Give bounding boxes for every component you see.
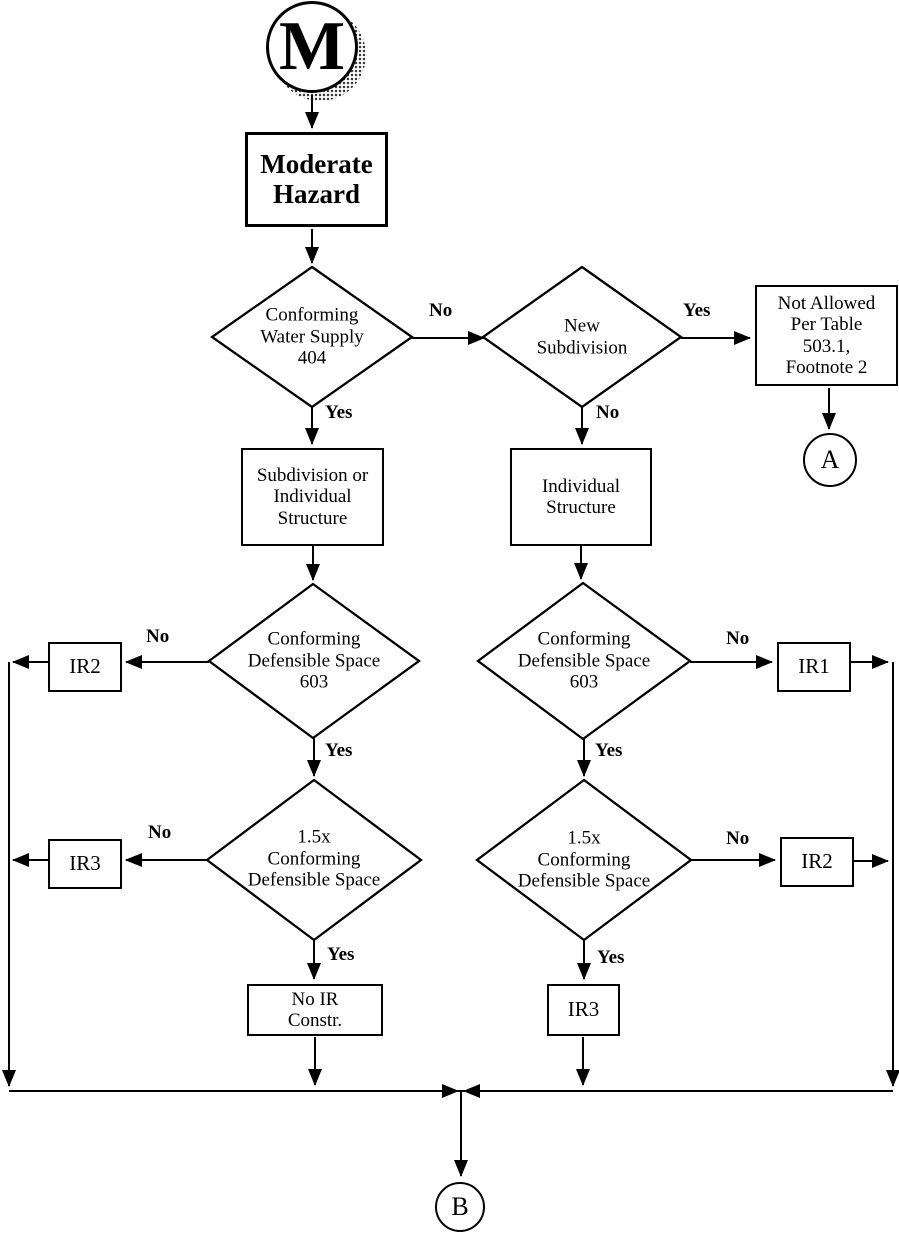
decision-water-supply-label: Conforming Water Supply 404	[260, 304, 364, 369]
decision-new-subdivision-label: New Subdivision	[536, 315, 628, 358]
edge-label-newsub-yes: Yes	[683, 300, 711, 321]
decision-water-supply-shape	[209, 265, 415, 409]
connector-a: A	[803, 433, 857, 487]
decision-defensible-right-shape	[476, 581, 692, 741]
decision-15x-right-shape	[475, 778, 693, 942]
connector-b: B	[435, 1182, 485, 1232]
edge-label-water-yes: Yes	[325, 402, 353, 423]
process-ir3-right: IR3	[547, 984, 620, 1036]
decision-15x-right-label: 1.5x Conforming Defensible Space	[517, 827, 651, 892]
edge-label-newsub-no: No	[596, 402, 620, 423]
connector-b-label: B	[451, 1192, 469, 1221]
merge-arrowhead-left	[463, 1084, 480, 1098]
bus-merge-arrowheads	[442, 1084, 480, 1098]
process-ir2-left: IR2	[48, 642, 122, 692]
process-individual-structure: Individual Structure	[510, 448, 652, 546]
connector-a-label: A	[820, 445, 840, 474]
edge-label-cdsleft-yes: Yes	[325, 740, 353, 761]
edge-label-cdsleft-no: No	[146, 626, 170, 647]
process-moderate-hazard: Moderate Hazard	[245, 132, 388, 227]
edge-label-15xleft-no: No	[148, 822, 172, 843]
arrows	[2, 95, 899, 1177]
edge-label-15xright-yes: Yes	[597, 947, 625, 968]
decision-15x-left-shape	[205, 778, 423, 942]
process-ir3-left: IR3	[48, 839, 122, 889]
decision-defensible-left-shape	[207, 582, 421, 740]
decision-defensible-right-label: Conforming Defensible Space 603	[517, 628, 651, 693]
merge-arrowhead-right	[442, 1084, 459, 1098]
process-no-ir-constr: No IR Constr.	[247, 984, 383, 1036]
process-ir1-right: IR1	[777, 642, 851, 692]
edge-label-15xleft-yes: Yes	[327, 944, 355, 965]
process-ir2-right: IR2	[780, 837, 854, 887]
edge-label-cdsright-no: No	[726, 628, 750, 649]
process-not-allowed: Not Allowed Per Table 503.1, Footnote 2	[755, 285, 898, 386]
decision-15x-left-label: 1.5x Conforming Defensible Space	[247, 826, 381, 891]
process-subdivision-or-individual: Subdivision or Individual Structure	[241, 448, 384, 546]
connector-m: M	[266, 1, 358, 93]
edge-label-water-no: No	[429, 300, 453, 321]
edge-label-15xright-no: No	[726, 828, 750, 849]
decision-diamonds	[205, 265, 693, 942]
edge-label-cdsright-yes: Yes	[595, 740, 623, 761]
connector-m-label: M	[278, 8, 346, 85]
decision-new-subdivision-shape	[481, 265, 683, 409]
decision-defensible-left-label: Conforming Defensible Space 603	[247, 628, 381, 693]
